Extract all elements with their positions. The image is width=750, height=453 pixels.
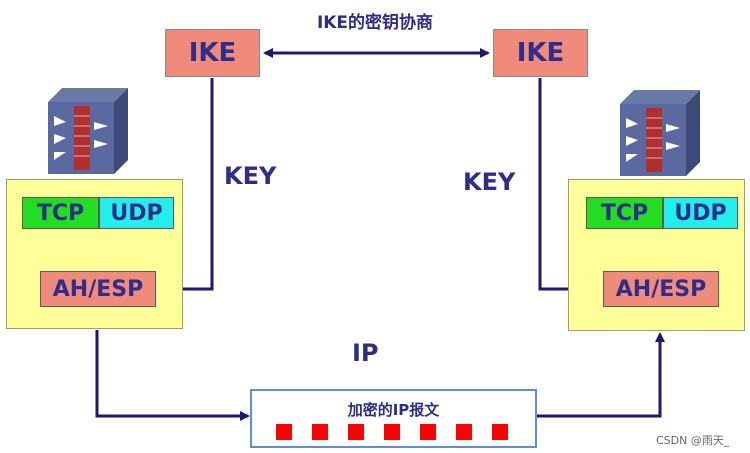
firewall-icon (48, 88, 128, 174)
left-key-label: KEY (224, 162, 277, 190)
ike-negotiation-label: IKE的密钥协商 (316, 12, 434, 33)
packet-block (312, 424, 328, 440)
packet-block (456, 424, 472, 440)
left-tcp-box: TCP (22, 197, 99, 229)
left-ah-esp-box: AH/ESP (40, 271, 156, 307)
left-ike-box: IKE (165, 29, 260, 77)
right-udp-box: UDP (663, 197, 738, 229)
packet-block (492, 424, 508, 440)
encrypted-ip-packet: 加密的IP报文 (250, 389, 537, 448)
right-ike-box: IKE (493, 29, 588, 77)
left-udp-box: UDP (99, 197, 174, 229)
right-key-label: KEY (463, 168, 516, 196)
packet-to-right-arrow (536, 332, 665, 418)
packet-block (384, 424, 400, 440)
left-to-packet-arrow (95, 330, 250, 421)
firewall-icon (620, 90, 700, 176)
ip-label: IP (352, 339, 379, 367)
right-ah-esp-box: AH/ESP (603, 271, 719, 307)
right-tcp-box: TCP (586, 197, 663, 229)
csdn-watermark: CSDN @雨天_ (656, 434, 730, 447)
packet-title: 加密的IP报文 (347, 401, 440, 419)
packet-block (420, 424, 436, 440)
packet-block (348, 424, 364, 440)
packet-block (276, 424, 292, 440)
